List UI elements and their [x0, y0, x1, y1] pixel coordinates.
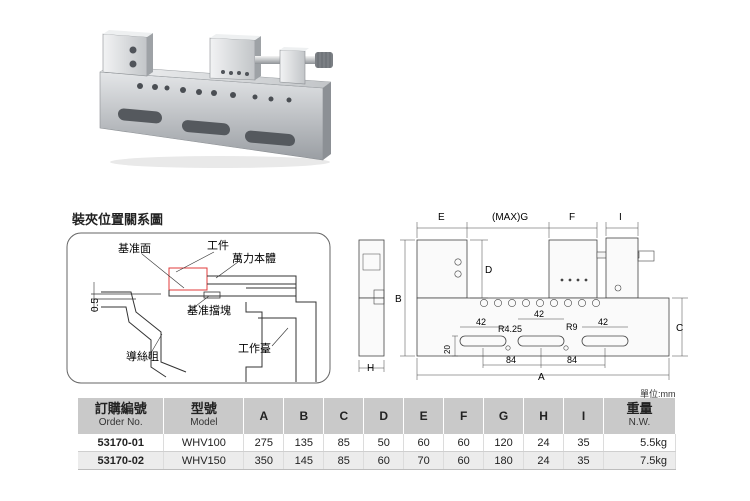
cell-b: 135 [283, 434, 325, 452]
cell-h: 24 [523, 434, 565, 452]
header-col-d: D [363, 398, 405, 434]
header-order-zh: 訂購編號 [94, 401, 147, 416]
product-photo [99, 30, 333, 168]
dim-pitch1-label: 84 [506, 355, 516, 365]
clamping-position-diagram: 基准面 工件 萬力本體 0.5 基准擋塊 導絲咀 工作臺 [66, 232, 331, 384]
dim-maxg-label: (MAX)G [492, 212, 528, 223]
header-col-c: C [323, 398, 365, 434]
cell-i: 35 [563, 451, 604, 470]
dimension-drawing: H E (MAX)G F I D B C A 42 42 42 [358, 212, 688, 380]
cell-a: 350 [243, 451, 285, 470]
spec-table: 訂購編號 Order No. 型號 Model A B C D E F G H … [78, 398, 677, 470]
header-weight: 重量 N.W. [603, 398, 677, 434]
header-order-no: 訂購編號 Order No. [78, 398, 165, 434]
dim-slot3-label: 42 [598, 317, 608, 327]
dim-slot1-label: 42 [476, 317, 486, 327]
header-col-e: E [403, 398, 445, 434]
cell-i: 35 [563, 434, 604, 452]
dim-b-label: B [395, 294, 402, 305]
table-row: 53170-02 WHV150 350 145 85 60 70 60 180 … [78, 451, 677, 470]
header-col-i: I [563, 398, 604, 434]
header-col-f: F [443, 398, 485, 434]
cell-c: 85 [323, 451, 365, 470]
cell-e: 60 [403, 434, 445, 452]
label-dimension: 0.5 [90, 298, 101, 312]
unit-note: 單位:mm [640, 389, 676, 399]
header-col-a: A [243, 398, 285, 434]
dim-f-label: F [569, 212, 575, 223]
header-model-zh: 型號 [190, 401, 217, 416]
dim-height20-label: 20 [443, 345, 452, 354]
cell-f: 60 [443, 451, 485, 470]
cell-g: 120 [483, 434, 525, 452]
label-reference-block: 基准擋塊 [187, 303, 231, 317]
label-work-table: 工作臺 [238, 341, 271, 355]
header-weight-en: N.W. [628, 417, 651, 428]
cell-d: 60 [363, 451, 405, 470]
cell-order-no: 53170-01 [78, 434, 165, 452]
cell-a: 275 [243, 434, 285, 452]
dim-e-label: E [438, 212, 445, 223]
cell-g: 180 [483, 451, 525, 470]
cell-model: WHV100 [163, 434, 245, 452]
dim-a-label: A [538, 372, 545, 380]
label-reference-face: 基准面 [118, 242, 151, 255]
dim-d-label: D [485, 265, 492, 276]
cell-b: 145 [283, 451, 325, 470]
label-workpiece: 工件 [207, 239, 229, 252]
header-col-h: H [523, 398, 565, 434]
header-model: 型號 Model [163, 398, 245, 434]
cell-f: 60 [443, 434, 485, 452]
cell-h: 24 [523, 451, 565, 470]
section-title: 裝夾位置關系圖 [72, 212, 164, 227]
cell-weight: 7.5kg [603, 451, 677, 470]
dim-r9-label: R9 [566, 322, 578, 332]
label-guide-rail: 導絲咀 [126, 349, 159, 363]
dim-slot2-label: 42 [534, 309, 544, 319]
label-vise-body: 萬力本體 [232, 251, 276, 265]
dim-h-label: H [367, 363, 374, 374]
header-weight-zh: 重量 [626, 401, 653, 416]
header-order-en: Order No. [98, 417, 143, 428]
dim-r425-label: R4.25 [498, 324, 522, 334]
header-col-g: G [483, 398, 525, 434]
cell-model: WHV150 [163, 451, 245, 470]
table-row: 53170-01 WHV100 275 135 85 50 60 60 120 … [78, 434, 677, 452]
header-model-en: Model [190, 417, 218, 428]
cell-weight: 5.5kg [603, 434, 677, 452]
dim-c-label: C [676, 323, 683, 334]
cell-c: 85 [323, 434, 365, 452]
header-col-b: B [283, 398, 325, 434]
dim-pitch2-label: 84 [567, 355, 577, 365]
cell-order-no: 53170-02 [78, 451, 165, 470]
cell-d: 50 [363, 434, 405, 452]
dim-i-label: I [619, 212, 622, 223]
table-header-row: 訂購編號 Order No. 型號 Model A B C D E F G H … [78, 398, 677, 434]
cell-e: 70 [403, 451, 445, 470]
